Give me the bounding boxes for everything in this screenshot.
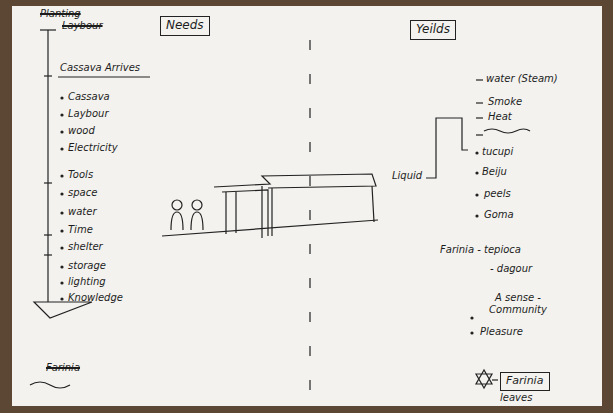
handwritten-note: shelter [68,241,103,253]
box-text: Needs [166,19,204,33]
handwritten-note: wood [68,125,95,137]
handwritten-note: Cassava Arrives [60,62,140,74]
handwritten-note: Laybour [62,20,103,32]
handwritten-note: Tools [68,169,93,181]
handwritten-note: Smoke [488,96,522,108]
box-text: Yeilds [416,23,450,37]
handwritten-note: Knowledge [68,292,123,304]
handwritten-note: storage [68,260,106,272]
handwritten-note: Goma [484,209,514,221]
handwritten-note: Farinia [46,362,80,374]
handwritten-note: peels [484,188,511,200]
box-text: Farinia [506,375,544,388]
handwritten-note: Electricity [68,142,118,154]
handwritten-note: lighting [68,276,106,288]
handwritten-note: Beiju [482,166,507,178]
handwritten-note: Laybour [68,108,109,120]
handwritten-note: Farinia - tepioca [440,244,521,256]
handwritten-note: A sense - Community [478,292,558,315]
handwritten-note: tucupi [482,146,513,158]
handwritten-note: Heat [488,111,512,123]
handwritten-note: Cassava [68,91,110,103]
handwritten-note: Pleasure [480,326,523,338]
boxed-word: Farinia [500,372,550,391]
handwritten-note: leaves [500,392,532,404]
handwritten-note: Liquid [392,170,422,182]
boxed-word: Yeilds [410,20,456,40]
handwritten-note: water (Steam) [486,73,558,85]
handwritten-note: water [68,206,97,218]
handwritten-note: Time [68,224,93,236]
boxed-word: Needs [160,16,210,36]
handwritten-note: - dagour [490,263,532,275]
handwritten-note: space [68,187,97,199]
handwritten-note: Planting [40,8,81,20]
